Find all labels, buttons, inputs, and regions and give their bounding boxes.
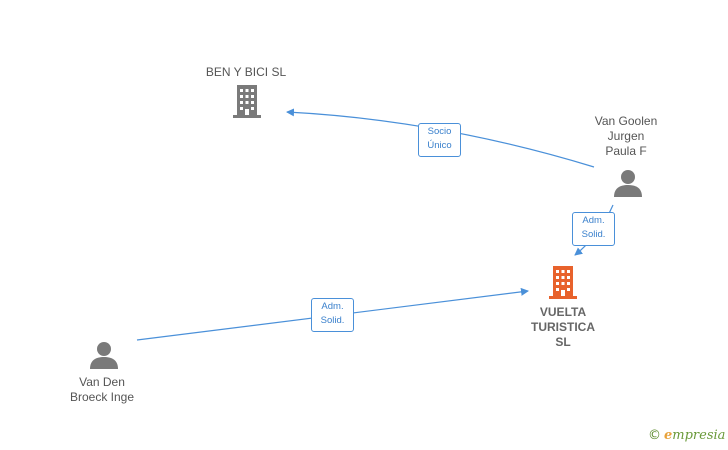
person-icon [90,342,118,369]
node-label-ben-y-bici: BEN Y BICI SL [205,65,287,79]
edge-label-adm-solid-van-goolen[interactable]: Adm. Solid. [572,212,615,246]
brand-e: e [664,428,673,443]
node-ben-y-bici[interactable]: BEN Y BICI SL [195,65,297,80]
node-label-van-den-broeck: Van Den Broeck Inge [69,375,135,404]
node-van-goolen[interactable]: Van Goolen Jurgen Paula F [576,114,676,159]
person-icon [614,170,642,197]
building-icon [233,85,261,118]
brand-rest: mpresia [672,428,726,443]
node-van-den-broeck[interactable]: Van Den Broeck Inge [52,375,152,405]
edge-label-socio-unico[interactable]: Socio Único [418,123,461,157]
building-icon [549,266,577,299]
copyright-symbol: © [648,428,661,443]
edge-label-adm-solid-van-den-broeck[interactable]: Adm. Solid. [311,298,354,332]
node-vuelta-turistica[interactable]: VUELTA TURISTICA SL [517,305,609,350]
node-label-van-goolen: Van Goolen Jurgen Paula F [594,114,658,158]
empresia-logo: ©empresia [648,428,725,443]
node-label-vuelta-turistica: VUELTA TURISTICA SL [531,305,595,349]
